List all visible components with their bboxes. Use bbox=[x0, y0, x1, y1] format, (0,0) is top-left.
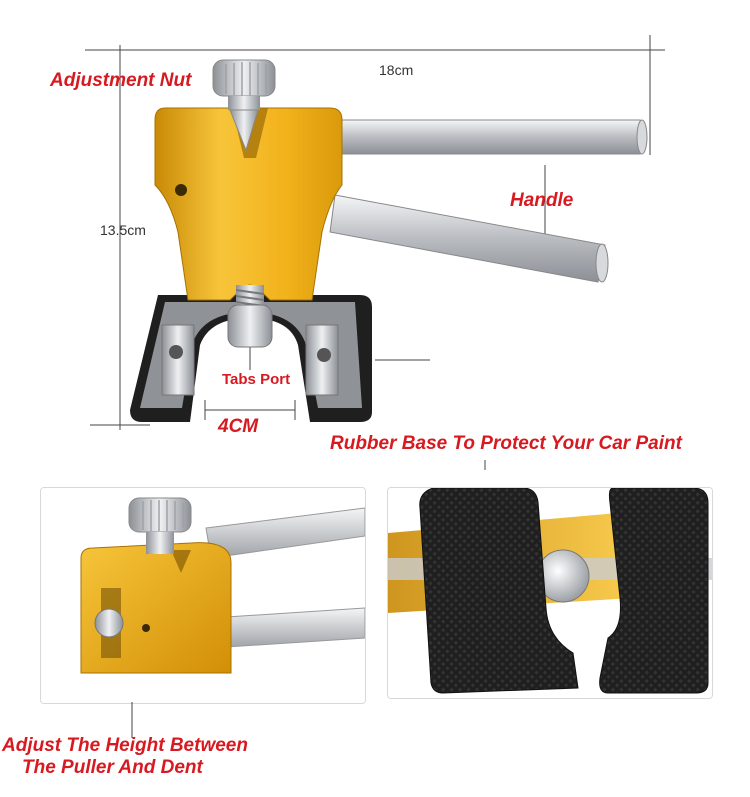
puller-closeup-photo bbox=[41, 488, 365, 703]
width-dimension-label: 18cm bbox=[379, 62, 414, 78]
rubber-base-closeup-panel bbox=[387, 487, 713, 699]
pointer-line bbox=[131, 702, 133, 738]
adjustment-nut-label: Adjustment Nut bbox=[50, 70, 192, 91]
adjust-height-label-line1: Adjust The Height Between bbox=[2, 735, 248, 756]
handle-label: Handle bbox=[510, 190, 574, 211]
adjust-height-label-line2: The Puller And Dent bbox=[22, 757, 203, 778]
height-dimension-label: 13.5cm bbox=[100, 222, 146, 238]
dent-puller-photo bbox=[85, 35, 665, 470]
tabs-port-label: Tabs Port bbox=[222, 371, 291, 388]
puller-closeup-panel bbox=[40, 487, 366, 704]
base-width-label: 4CM bbox=[218, 416, 259, 437]
rubber-base-label: Rubber Base To Protect Your Car Paint bbox=[330, 433, 682, 454]
rubber-base-closeup-photo bbox=[388, 488, 712, 698]
main-product-area bbox=[85, 35, 665, 470]
